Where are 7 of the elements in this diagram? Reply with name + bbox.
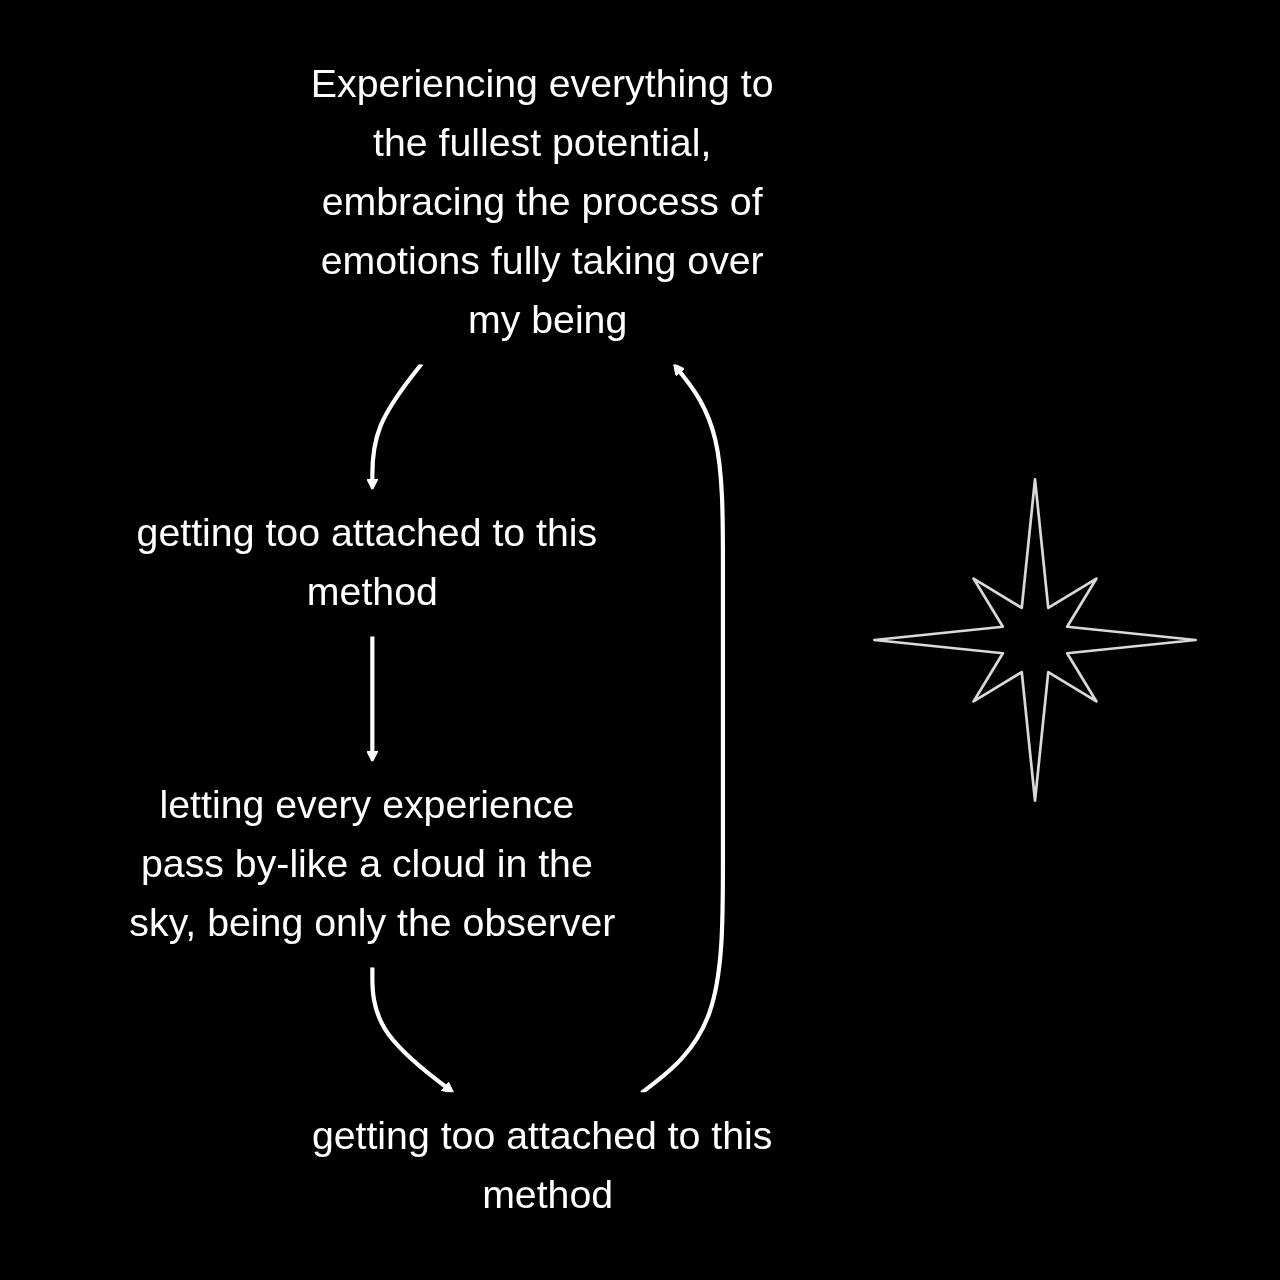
node-text: getting too attached to this method [311,1113,773,1217]
arrow [366,635,379,763]
arrow [370,966,455,1094]
arrow [366,362,424,491]
node-text: getting too attached to this method [136,510,598,614]
node-text: letting every experience pass by-like a cloud in the sky, being only the observer [129,783,616,945]
node-text: Experiencing everything to the fullest potential, embracing the process of emotions fully taking over my being [310,62,774,342]
